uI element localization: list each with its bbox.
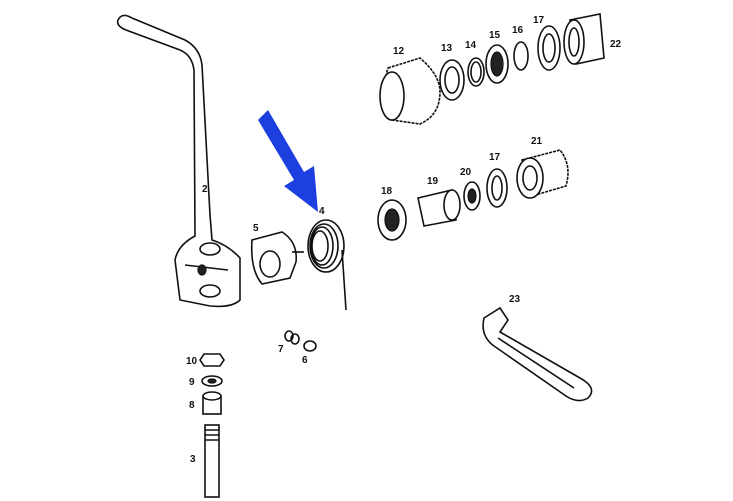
label-21: 21 [531,136,543,147]
label-23: 23 [509,294,521,305]
part-5-cam-block [250,231,298,285]
part-21-gear [516,149,569,199]
part-labels: 2 3 4 5 6 7 8 9 10 12 13 14 15 16 17 22 … [186,15,622,465]
part-7-spring [284,330,300,345]
label-8: 8 [189,400,195,411]
part-8-spacer [202,391,222,415]
label-6: 6 [302,355,308,366]
part-2-lever [116,14,241,308]
label-15: 15 [489,30,501,41]
label-5: 5 [253,223,259,234]
part-14-ring [467,57,485,87]
part-17-washer-2 [486,168,508,208]
label-18: 18 [381,186,393,197]
label-13: 13 [441,43,453,54]
part-23-wrench [482,306,593,402]
label-20: 20 [460,167,472,178]
indicator-arrow [258,110,318,212]
label-17: 17 [533,15,545,26]
label-4: 4 [319,206,325,217]
part-17-washer [537,25,561,71]
part-10-nut [199,353,225,367]
label-10: 10 [186,356,198,367]
part-15-bearing [485,44,509,84]
label-14: 14 [465,40,477,51]
part-3-shaft [204,424,220,498]
part-16-circlip [513,41,529,71]
part-12-gear [379,57,441,125]
label-12: 12 [393,46,405,57]
label-7: 7 [278,344,284,355]
part-19-sleeve [417,189,461,227]
label-22: 22 [610,39,622,50]
label-2: 2 [202,184,208,195]
part-6-pin [303,340,317,352]
part-20-washer [463,181,481,211]
part-13-washer [439,59,465,101]
label-19: 19 [427,176,439,187]
label-3: 3 [190,454,196,465]
part-4-torsion-spring [292,219,347,311]
label-17-second: 17 [489,152,501,163]
part-22-bushing [563,13,605,65]
part-18-bushing [377,199,407,241]
part-9-washer [201,375,223,387]
label-9: 9 [189,377,195,388]
label-16: 16 [512,25,524,36]
